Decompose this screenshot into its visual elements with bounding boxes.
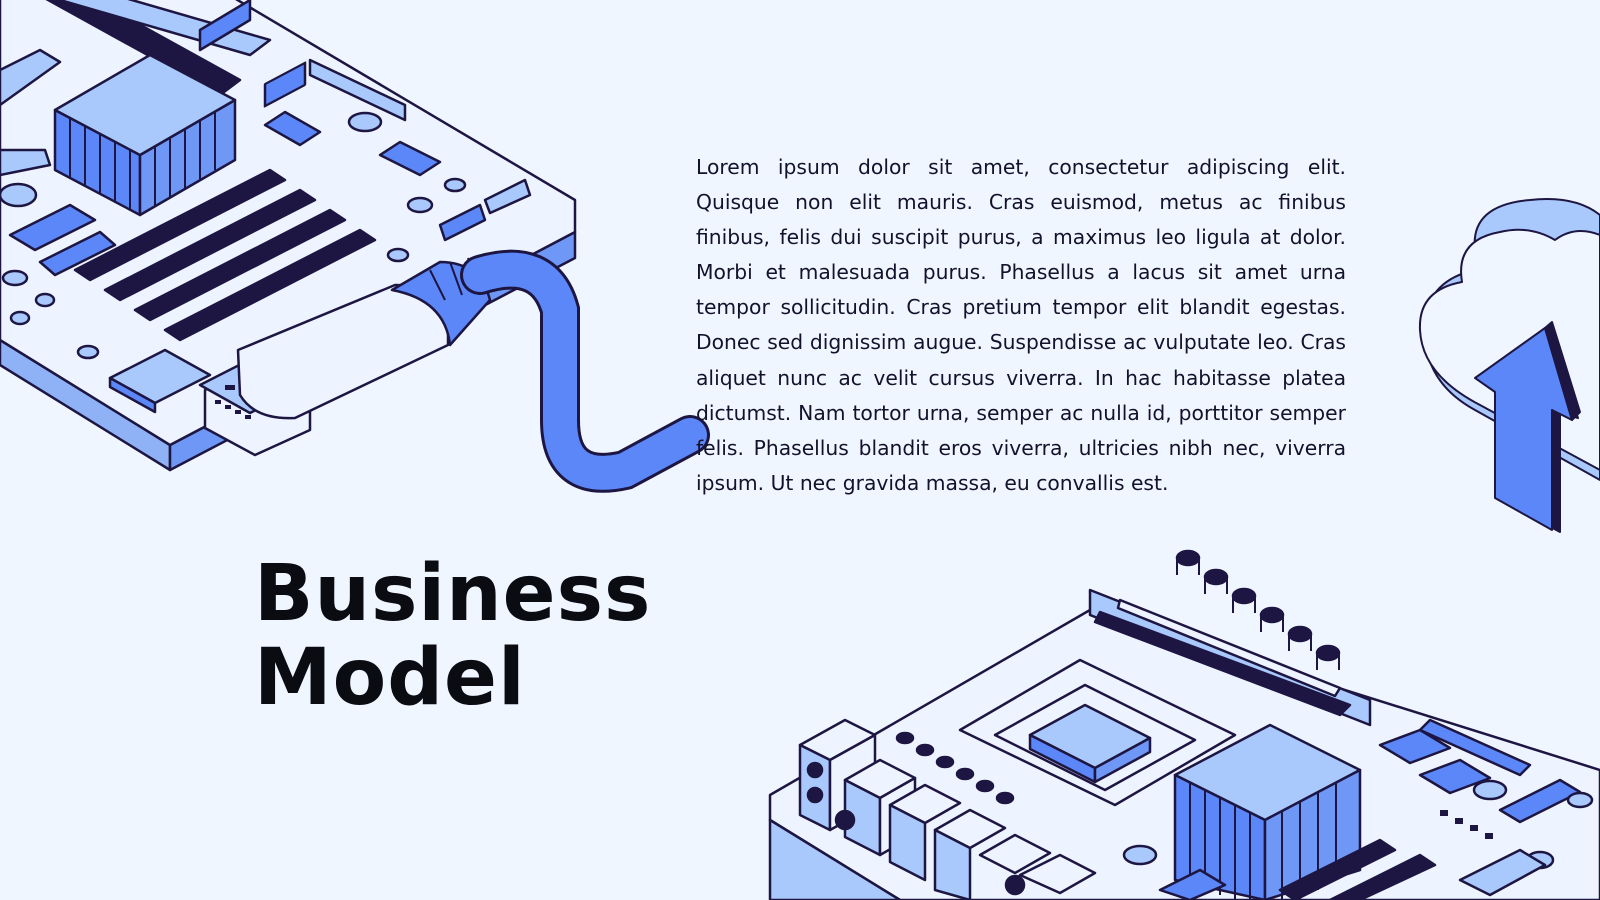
title-line-1: Business [254, 549, 652, 639]
cloud-upload-icon [1418, 198, 1600, 533]
body-paragraph: Lorem ipsum dolor sit amet, consectetur … [696, 155, 1346, 495]
title-line-2: Model [254, 633, 526, 723]
slide-title: Business Model [254, 552, 674, 720]
usb-cable-illustration [460, 249, 710, 493]
motherboard-illustration-bottom [768, 549, 1600, 900]
